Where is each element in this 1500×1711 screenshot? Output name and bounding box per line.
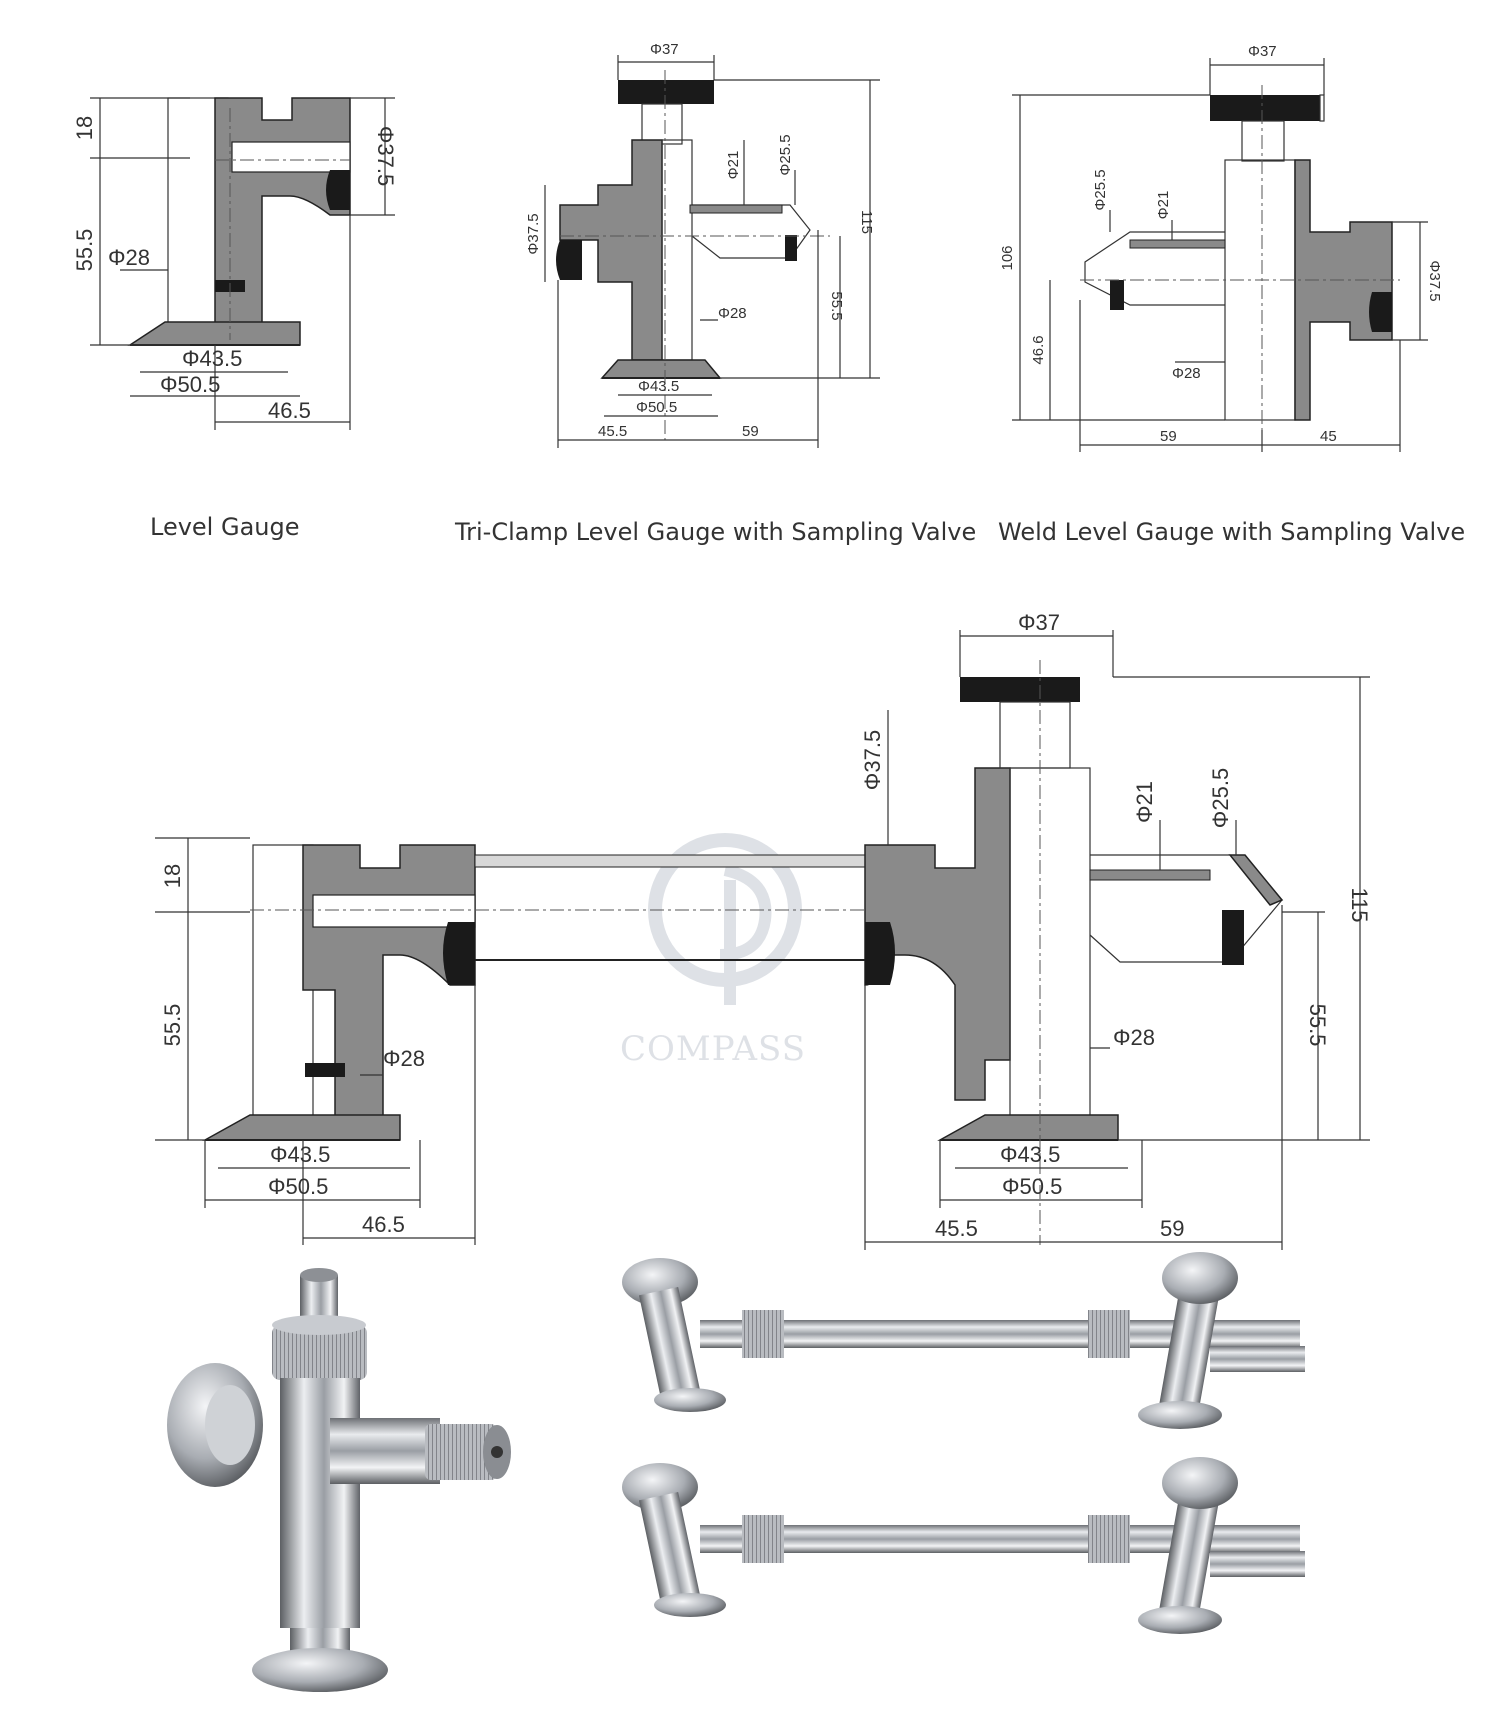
tc-dim-d37: Φ37 [650,41,679,58]
wl-dim-d28: Φ28 [1172,365,1201,382]
lg-dim-18: 18 [72,116,97,140]
big-dim-d28-left: Φ28 [383,1046,425,1071]
lg-dim-d37-5: Φ37.5 [373,126,398,186]
tc-dim-d28: Φ28 [718,305,747,322]
big-dim-d25-5: Φ25.5 [1208,768,1233,828]
big-dim-d50-5-left: Φ50.5 [268,1174,328,1199]
tc-dim-115: 115 [858,210,875,234]
lg-dim-46-5: 46.5 [268,398,311,423]
sampling-valve-photo [167,1268,511,1692]
wl-dim-d21: Φ21 [1155,191,1172,220]
weld-drawing: Φ37 Φ25.5 Φ21 106 46.6 Φ28 Φ37.5 59 45 [999,43,1443,452]
wl-dim-d37-5: Φ37.5 [1426,260,1443,301]
wl-dim-106: 106 [999,245,1016,270]
big-dim-d28-right: Φ28 [1113,1025,1155,1050]
wl-dim-d25-5: Φ25.5 [1092,169,1109,210]
tc-dim-d21: Φ21 [725,151,742,180]
lg-dim-d50-5: Φ50.5 [160,372,220,397]
assembly-photo-1 [622,1252,1305,1429]
watermark-text: COMPASS [620,1029,806,1069]
wl-dim-46-6: 46.6 [1030,335,1047,364]
assembly-drawing: COMPASS 18 55.5 Φ28 [155,610,1372,1250]
lg-dim-55-5: 55.5 [72,229,97,272]
level-gauge-drawing: 18 55.5 Φ28 Φ37.5 Φ43.5 Φ50.5 46.5 [72,97,398,430]
big-dim-46-5: 46.5 [362,1212,405,1237]
tc-dim-45-5: 45.5 [598,423,627,440]
big-dim-d37: Φ37 [1018,610,1060,635]
tc-dim-55-5: 55.5 [828,291,845,320]
big-dim-d21: Φ21 [1132,781,1157,823]
big-dim-d43-5-right: Φ43.5 [1000,1142,1060,1167]
tc-dim-59: 59 [742,423,759,440]
tc-dim-d37-5: Φ37.5 [525,213,542,254]
caption-tri-clamp: Tri-Clamp Level Gauge with Sampling Valv… [454,518,976,546]
big-dim-45-5: 45.5 [935,1216,978,1241]
wl-dim-d37: Φ37 [1248,43,1277,60]
big-dim-59: 59 [1160,1216,1184,1241]
big-dim-d50-5-right: Φ50.5 [1002,1174,1062,1199]
caption-level-gauge: Level Gauge [150,513,300,541]
big-dim-115: 115 [1347,887,1372,922]
big-dim-d43-5-left: Φ43.5 [270,1142,330,1167]
big-dim-55-5-right: 55.5 [1305,1004,1330,1047]
assembly-photo-2 [622,1457,1305,1634]
big-dim-d37-5: Φ37.5 [860,730,885,790]
tc-dim-d25-5: Φ25.5 [777,134,794,175]
lg-dim-d28: Φ28 [108,245,150,270]
wl-dim-45: 45 [1320,428,1337,445]
lg-dim-d43-5: Φ43.5 [182,346,242,371]
big-dim-55-5-left: 55.5 [160,1004,185,1047]
tc-dim-d50-5: Φ50.5 [636,399,677,416]
tc-dim-d43-5: Φ43.5 [638,378,679,395]
caption-weld: Weld Level Gauge with Sampling Valve [998,518,1465,546]
wl-dim-59: 59 [1160,428,1177,445]
tri-clamp-drawing: Φ37 Φ21 Φ25.5 Φ37.5 Φ28 115 55.5 Φ43.5 Φ… [525,41,880,448]
compass-logo: COMPASS [620,833,806,1069]
big-dim-18: 18 [160,864,185,888]
